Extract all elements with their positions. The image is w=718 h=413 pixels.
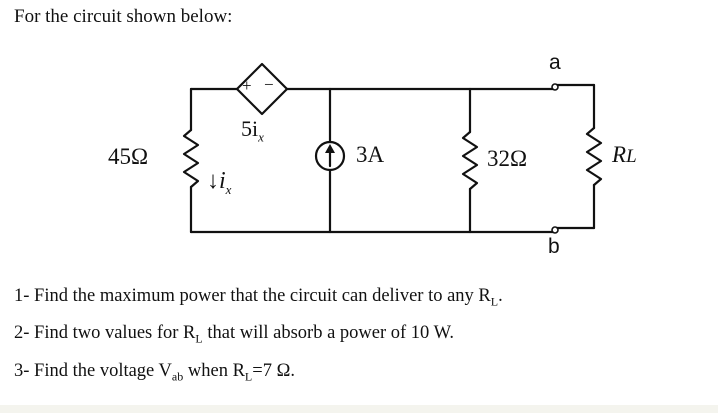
terminal-a-node [551, 83, 559, 91]
dep-source-gain-text: 5i [241, 116, 259, 141]
current-source-arrowhead [325, 144, 335, 153]
ix-sub: x [225, 181, 232, 197]
ix-arrow-icon: ↓ [207, 168, 219, 194]
r1-resistor-zigzag [182, 128, 200, 189]
question-3-sub: ab [171, 369, 184, 384]
terminal-b-node [551, 226, 559, 234]
rl-resistor-zigzag [585, 126, 603, 187]
rl-label: RL [612, 142, 637, 168]
question-3-mid: when R [183, 361, 245, 381]
question-3: 3- Find the voltage Vab when RL=7 Ω. [14, 361, 295, 385]
question-2-end: that will absorb a power of 10 W. [202, 323, 454, 343]
question-2-text: 2- Find two values for R [14, 323, 196, 343]
question-1-text: 1- Find the maximum power that the circu… [14, 286, 491, 306]
terminal-b-label: b [548, 235, 560, 258]
dep-source-gain-sub: x [258, 129, 264, 145]
question-3-text: 3- Find the voltage V [14, 361, 172, 381]
circuit-diagram [182, 62, 603, 234]
question-1-end: . [498, 286, 503, 306]
dep-source-minus: − [264, 75, 274, 94]
current-source-label: 3A [356, 142, 385, 167]
rl-label-text: R [612, 142, 627, 167]
problem-intro: For the circuit shown below: [14, 6, 233, 27]
r1-label: 45Ω [108, 144, 149, 169]
r2-resistor-zigzag [461, 130, 479, 191]
dep-source-gain: 5ix [241, 116, 264, 145]
question-2: 2- Find two values for RL that will abso… [14, 323, 454, 347]
terminal-a-label: a [549, 51, 561, 74]
question-2-sub: L [195, 331, 203, 346]
ix-name: i [219, 168, 226, 194]
dependent-source-diamond [235, 62, 289, 116]
rl-label-sub: L [626, 146, 637, 167]
ix-indicator: ↓ix [207, 168, 231, 198]
question-3-end: =7 Ω. [252, 361, 295, 381]
bottom-band [0, 405, 718, 413]
r2-label: 32Ω [487, 146, 528, 171]
question-1-sub: L [490, 294, 499, 309]
dep-source-plus: + [242, 76, 252, 95]
question-3-sub2: L [244, 369, 253, 384]
question-1: 1- Find the maximum power that the circu… [14, 286, 503, 310]
